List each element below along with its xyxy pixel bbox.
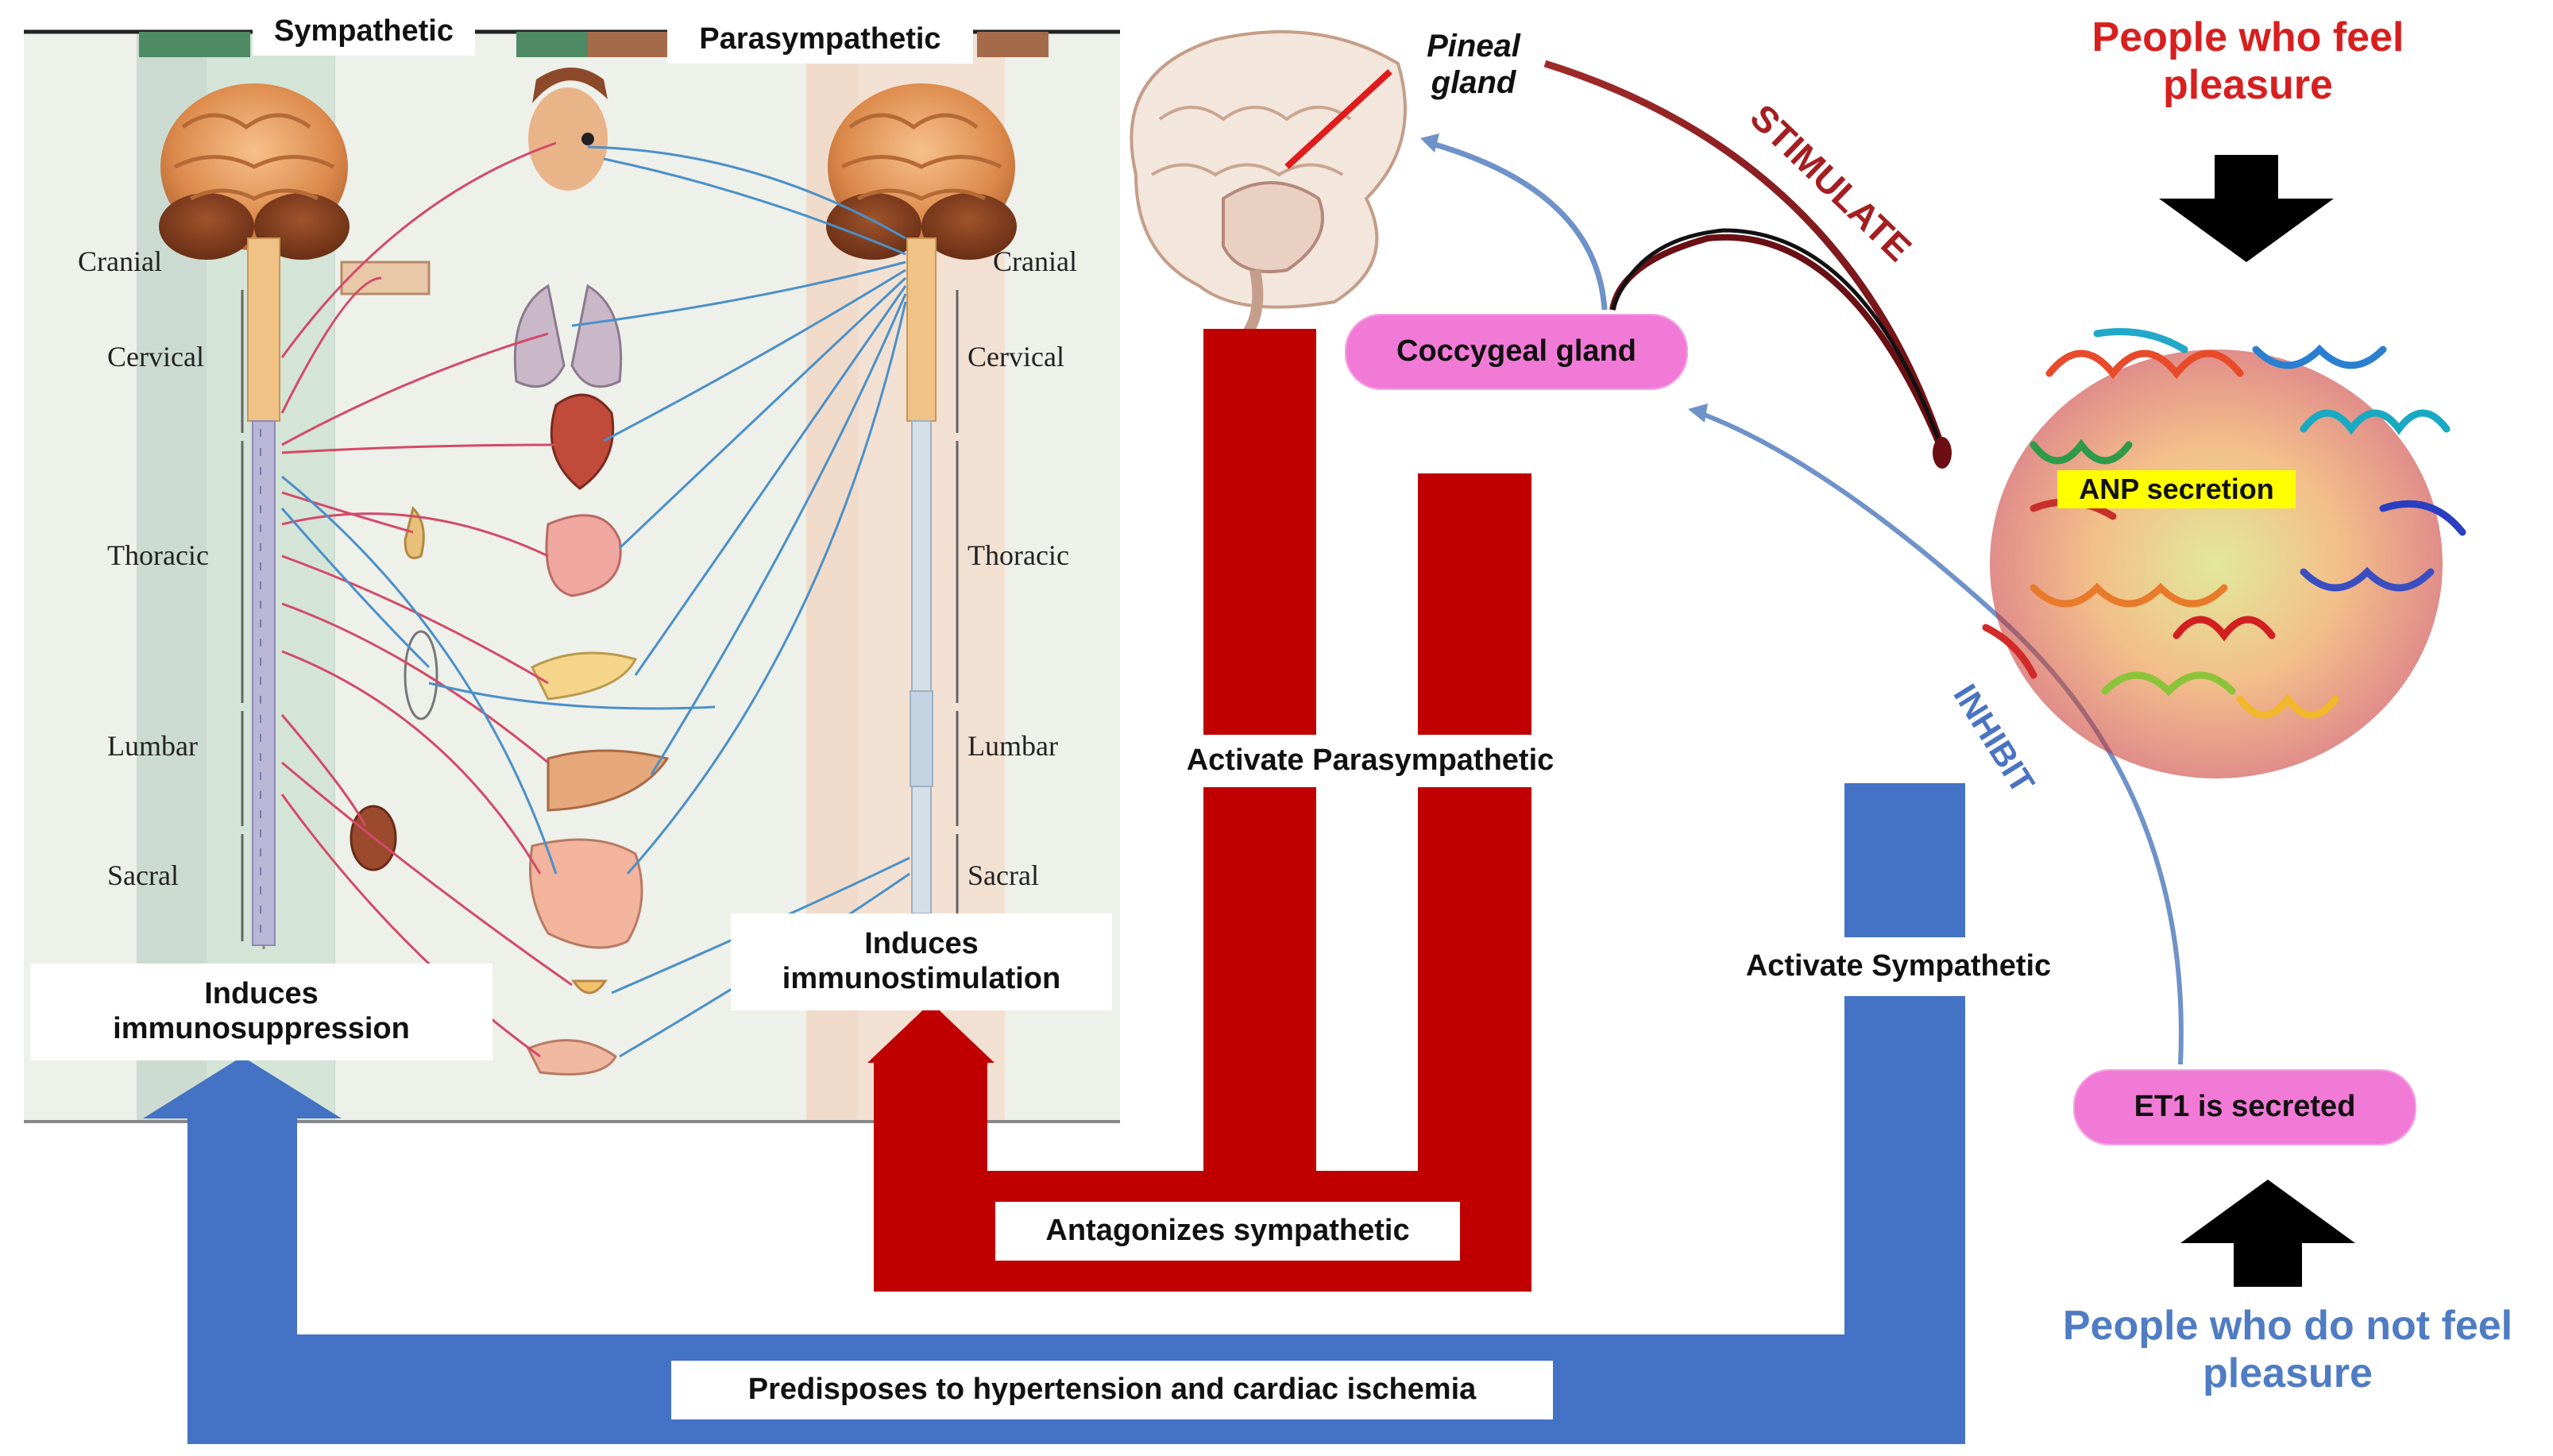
intestines-icon xyxy=(529,838,643,949)
heart-icon xyxy=(550,393,615,490)
nerve-fibers xyxy=(280,141,910,1058)
stimulate-arrow xyxy=(1543,60,1952,469)
coccygeal-to-pineal-arrow xyxy=(1420,133,1608,311)
brain-pineal-illustration xyxy=(1130,30,1407,337)
region-right-sacral: Sacral xyxy=(968,859,1039,892)
gland-icon xyxy=(340,261,431,295)
region-left-cervical: Cervical xyxy=(107,341,204,373)
pineal-gland-label: Pineal gland xyxy=(1427,29,1520,100)
induces-immunostimulation-label: Induces immunostimulation xyxy=(731,913,1112,1010)
region-right-cranial: Cranial xyxy=(993,245,1077,278)
pleasure-text: People who feel pleasure xyxy=(2091,14,2404,108)
region-left-cranial: Cranial xyxy=(78,245,162,278)
induces-immunosuppression-label: Induces immunosuppression xyxy=(30,964,492,1060)
sympathetic-label: Sympathetic xyxy=(253,8,475,56)
parasympathetic-spinal-cord xyxy=(906,238,937,914)
antagonizes-sympathetic-label: Antagonizes sympathetic xyxy=(995,1202,1460,1261)
sympathetic-brain xyxy=(159,83,350,260)
activate-sympathetic-label: Activate Sympathetic xyxy=(1724,937,2073,996)
region-right-cervical: Cervical xyxy=(968,341,1064,373)
et1-secreted-pill: ET1 is secreted xyxy=(2073,1069,2416,1145)
liver-icon xyxy=(547,749,670,812)
pancreas-icon xyxy=(530,651,638,701)
gallbladder-icon xyxy=(404,506,425,559)
anp-highlight xyxy=(2057,470,2296,508)
sympathetic-spinal-cord xyxy=(247,238,280,949)
lungs-icon xyxy=(513,284,623,388)
immunosuppression-arrowhead xyxy=(143,1056,342,1118)
region-left-thoracic: Thoracic xyxy=(107,539,209,572)
coccygeal-gland-pill: Coccygeal gland xyxy=(1345,314,1688,390)
organ-illustrations xyxy=(340,68,670,1076)
activate-parasympathetic-label: Activate Parasympathetic xyxy=(1164,735,1577,787)
region-left-sacral: Sacral xyxy=(107,859,179,892)
bladder-icon xyxy=(571,979,608,994)
no-pleasure-text: People who do not feel pleasure xyxy=(2062,1303,2513,1396)
predisposes-label: Predisposes to hypertension and cardiac … xyxy=(671,1361,1553,1419)
anp-protein-structure xyxy=(1982,328,2466,778)
head-icon xyxy=(528,87,608,191)
anp-secretion-label: ANP secretion xyxy=(2079,473,2274,506)
parasympathetic-label: Parasympathetic xyxy=(667,16,973,64)
region-right-thoracic: Thoracic xyxy=(968,539,1069,572)
pleasure-black-arrow xyxy=(2159,155,2334,262)
region-right-lumbar: Lumbar xyxy=(968,730,1058,763)
stomach-icon xyxy=(545,514,622,597)
no-pleasure-black-arrow xyxy=(2180,1180,2355,1287)
reproductive-organ-icon xyxy=(526,1039,617,1076)
region-left-lumbar: Lumbar xyxy=(107,730,198,763)
